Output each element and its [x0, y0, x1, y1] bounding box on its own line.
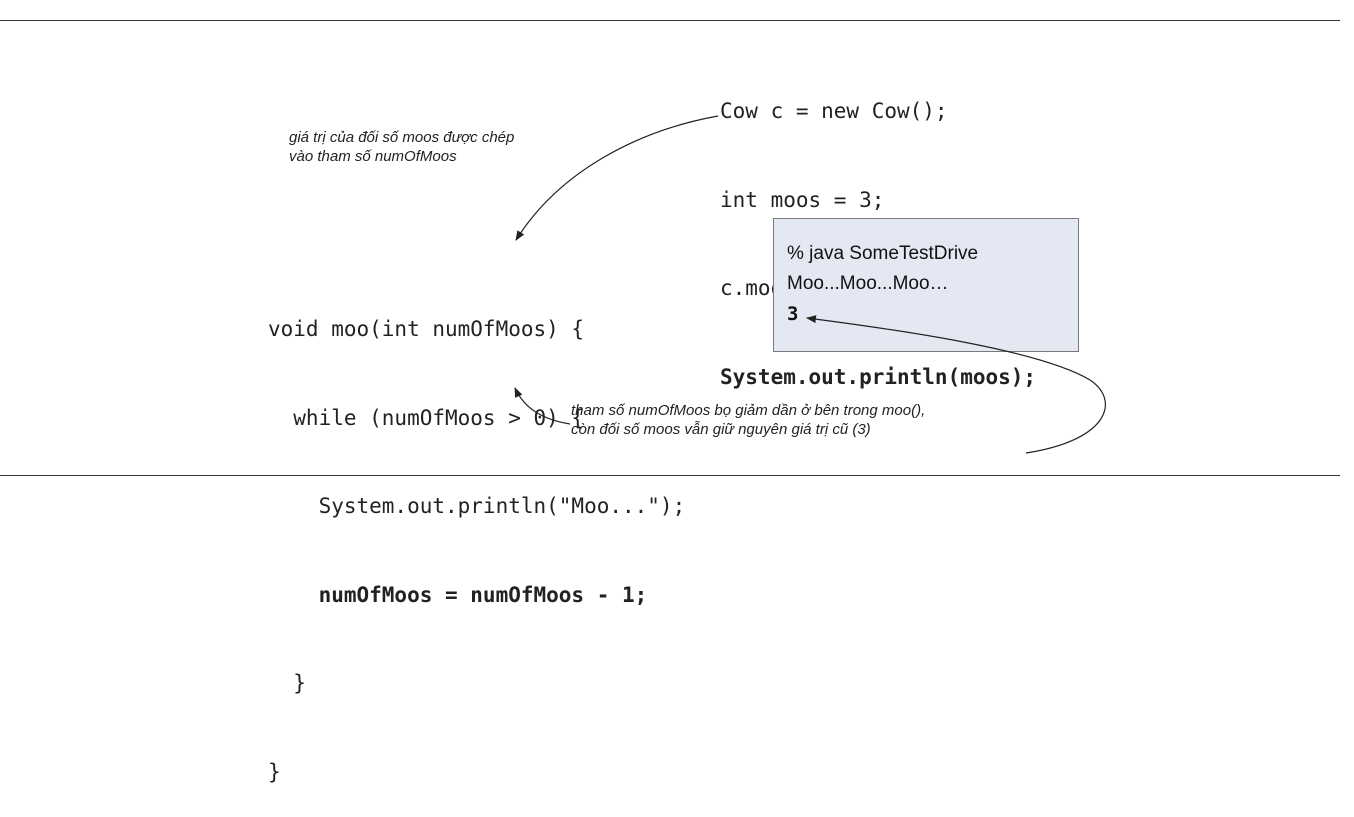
note-argument-copied: giá trị của đối số moos được chép vào th…	[289, 128, 514, 166]
caller-code-line-println: System.out.println(moos);	[720, 364, 1037, 389]
method-code-line-decrement: numOfMoos = numOfMoos - 1;	[268, 582, 648, 607]
console-line: % java SomeTestDrive	[787, 243, 979, 264]
note-line: còn đối số moos vẫn giữ nguyên giá trị c…	[571, 421, 871, 438]
arrow-to-decrement	[514, 387, 571, 425]
console-output-value: 3	[787, 303, 799, 325]
method-code-line: }	[268, 759, 281, 784]
caller-code-line: Cow c = new Cow();	[720, 99, 948, 123]
bottom-rule	[0, 475, 1340, 476]
top-rule	[0, 20, 1340, 21]
note-parameter-decremented: tham số numOfMoos bọ giảm dần ở bên tron…	[571, 401, 925, 439]
method-code-line: while (numOfMoos > 0) {	[268, 405, 585, 430]
method-code-line: System.out.println("Moo...");	[268, 494, 686, 518]
note-line: tham số numOfMoos bọ giảm dần ở bên tron…	[571, 402, 926, 419]
note-line: giá trị của đối số moos được chép	[289, 129, 515, 146]
arrow-copy-to-parameter	[515, 115, 719, 241]
console-line: Moo...Moo...Moo…	[787, 273, 949, 294]
caller-code-line: int moos = 3;	[720, 187, 885, 212]
note-line: vào tham số numOfMoos	[289, 148, 457, 165]
console-output-box: % java SomeTestDrive Moo...Moo...Moo… 3	[773, 218, 1079, 352]
arrow-to-console-three	[806, 315, 1106, 454]
method-code-line: }	[268, 671, 306, 695]
method-code-line: void moo(int numOfMoos) {	[268, 317, 585, 341]
annotation-arrows	[514, 115, 1106, 454]
